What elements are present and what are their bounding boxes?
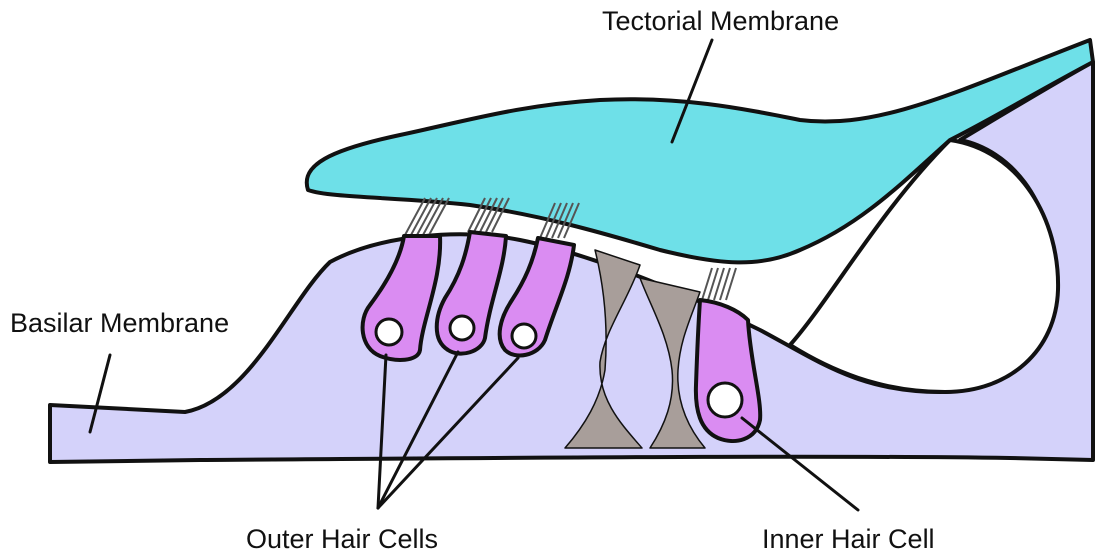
outer-hair-cell-2-nucleus (450, 316, 474, 340)
basilar-membrane-label: Basilar Membrane (10, 310, 229, 337)
outer-hair-cells-label: Outer Hair Cells (246, 526, 438, 553)
inner-hair-cell-nucleus (708, 383, 742, 417)
tectorial-membrane-label: Tectorial Membrane (602, 8, 839, 35)
stereocilia-4 (702, 268, 736, 300)
inner-hair-cell-label: Inner Hair Cell (762, 526, 935, 553)
outer-hair-cell-1-nucleus (376, 319, 402, 345)
inner-hair-cell (696, 300, 760, 441)
outer-hair-cell-3-nucleus (512, 324, 536, 348)
